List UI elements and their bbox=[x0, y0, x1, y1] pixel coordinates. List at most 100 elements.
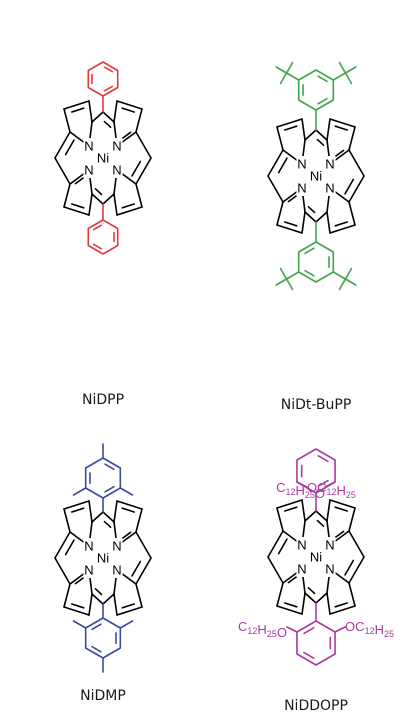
core-double-bond bbox=[64, 539, 75, 556]
core-double-bond bbox=[307, 206, 316, 214]
core-bond bbox=[329, 499, 356, 509]
nitrogen-atom: N bbox=[112, 539, 121, 554]
core-bond bbox=[276, 499, 303, 509]
core-double-bond bbox=[307, 587, 316, 595]
nitrogen-atom: N bbox=[112, 563, 121, 578]
core-bond bbox=[276, 605, 303, 615]
methyl-bond bbox=[279, 267, 288, 280]
core-bond bbox=[102, 193, 115, 205]
aryl-o-bond bbox=[286, 626, 298, 633]
methyl-bond bbox=[72, 487, 87, 496]
core-double-bond bbox=[121, 107, 135, 113]
core-bond bbox=[63, 100, 90, 110]
core-double-bond bbox=[333, 530, 345, 539]
methyl-bond bbox=[338, 61, 347, 74]
aryl-ring-bottom bbox=[297, 241, 335, 283]
nitrogen-atom-bg bbox=[324, 156, 336, 172]
core-bond bbox=[102, 593, 115, 605]
core-double-bond bbox=[103, 520, 112, 528]
core-double-bond bbox=[74, 176, 86, 185]
aryl-o-bond bbox=[296, 481, 308, 488]
core-bond bbox=[276, 582, 284, 607]
core-bond bbox=[116, 100, 143, 110]
nitrogen-atom: N bbox=[112, 139, 121, 154]
nitrogen-atom: N bbox=[112, 163, 121, 178]
core-bond bbox=[326, 118, 331, 141]
nickel-atom-bg bbox=[93, 150, 113, 166]
core-bond bbox=[91, 511, 104, 523]
core-bond bbox=[315, 129, 328, 141]
core-bond bbox=[135, 557, 152, 585]
nitrogen-atom: N bbox=[84, 139, 93, 154]
tert-butyl-bond bbox=[332, 72, 347, 81]
aromatic-double-bond bbox=[317, 455, 329, 463]
nickel-atom: Ni bbox=[97, 151, 109, 166]
core-bond bbox=[135, 183, 143, 208]
tert-butyl-bond bbox=[285, 72, 300, 81]
aryl-ring-bottom bbox=[296, 620, 336, 666]
core-bond bbox=[315, 510, 328, 522]
core-double-bond bbox=[120, 131, 132, 140]
nitrogen-atom-bg bbox=[324, 561, 336, 577]
core-bond bbox=[135, 131, 152, 159]
core-double-bond bbox=[334, 221, 348, 227]
caption-nidpp: NiDPP bbox=[82, 392, 124, 408]
core-double-bond bbox=[334, 602, 348, 608]
caption-niddopp: NiDDOPP bbox=[284, 698, 348, 714]
core-bond bbox=[54, 157, 71, 185]
core-bond bbox=[116, 500, 143, 510]
nitrogen-atom-bg bbox=[111, 138, 123, 154]
core-bond bbox=[135, 108, 143, 133]
aromatic-double-bond bbox=[104, 463, 115, 471]
nitrogen-atom-bg bbox=[83, 162, 95, 178]
core-bond bbox=[63, 508, 71, 533]
core-bond bbox=[63, 206, 90, 216]
methyl-bond bbox=[344, 66, 357, 74]
core-bond bbox=[63, 108, 71, 133]
nitrogen-atom-bg bbox=[83, 138, 95, 154]
caption-nidtbupp: NiDt-BuPP bbox=[281, 397, 352, 413]
core-bond bbox=[88, 100, 93, 123]
core-bond bbox=[326, 211, 331, 234]
nickel-atom-bg bbox=[306, 168, 326, 184]
aromatic-double-bond bbox=[103, 85, 114, 92]
core-double-bond bbox=[344, 178, 355, 195]
methyl-bond bbox=[285, 278, 294, 291]
core-bond bbox=[348, 582, 356, 607]
core-bond bbox=[267, 530, 284, 558]
core-bond bbox=[276, 126, 284, 151]
core-double-bond bbox=[131, 160, 142, 177]
core-double-bond bbox=[344, 559, 355, 576]
core-bond bbox=[326, 592, 331, 615]
core-bond bbox=[276, 507, 284, 532]
core-double-bond bbox=[71, 107, 85, 113]
methyl-bond bbox=[338, 278, 347, 291]
core-bond bbox=[267, 175, 284, 203]
core-bond bbox=[135, 531, 152, 559]
core-bond bbox=[63, 500, 90, 510]
core-bond bbox=[348, 201, 356, 226]
core-double-bond bbox=[121, 203, 135, 209]
core-double-bond bbox=[316, 519, 325, 527]
methyl-bond bbox=[119, 620, 134, 629]
core-double-bond bbox=[284, 506, 298, 512]
core-double-bond bbox=[333, 149, 345, 158]
core-bond bbox=[301, 118, 306, 141]
core-double-bond bbox=[103, 120, 112, 128]
core-bond bbox=[113, 193, 118, 216]
core-double-bond bbox=[71, 507, 85, 513]
tert-butyl-bond bbox=[285, 271, 300, 280]
nitrogen-atom-bg bbox=[83, 562, 95, 578]
aromatic-double-bond bbox=[304, 247, 315, 255]
core-bond bbox=[135, 508, 143, 533]
dodecyloxy-label: C12H25O bbox=[238, 619, 287, 640]
core-bond bbox=[113, 593, 118, 616]
core-bond bbox=[348, 149, 365, 177]
core-bond bbox=[301, 211, 306, 234]
core-bond bbox=[348, 507, 356, 532]
core-bond bbox=[304, 211, 317, 223]
nitrogen-atom: N bbox=[297, 538, 306, 553]
nitrogen-atom-bg bbox=[296, 561, 308, 577]
core-bond bbox=[267, 556, 284, 584]
methyl-bond bbox=[275, 66, 288, 74]
